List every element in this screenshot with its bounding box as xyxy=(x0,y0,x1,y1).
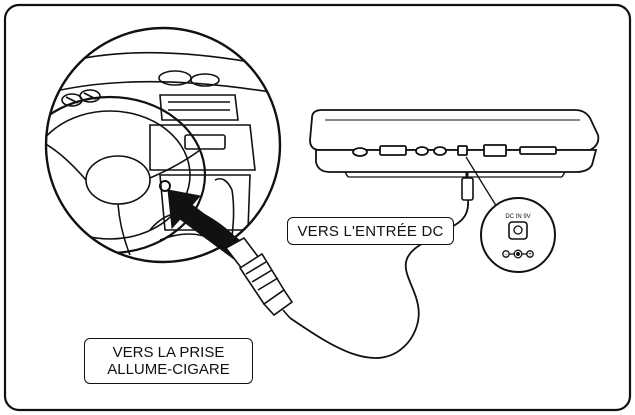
dc-port-detail: DC IN 9V − + xyxy=(480,197,556,273)
cigarette-socket-callout-line2: ALLUME-CIGARE xyxy=(107,361,230,378)
polarity-positive-sign: + xyxy=(528,252,532,258)
portable-dvd-player xyxy=(309,109,600,178)
cigarette-socket-callout: VERS LA PRISE ALLUME-CIGARE xyxy=(84,338,253,384)
card-slot-icon xyxy=(483,144,557,157)
steering-wheel-icon xyxy=(46,95,207,256)
port-leader-line xyxy=(465,156,501,213)
usb-port-icon xyxy=(379,145,407,156)
dc-port-label: DC IN 9V xyxy=(505,214,530,220)
av-port-icon xyxy=(415,146,447,156)
cigarette-socket-icon xyxy=(159,180,171,192)
car-plug-adapter xyxy=(224,236,294,319)
dc-input-callout-text: VERS L'ENTRÉE DC xyxy=(297,222,444,240)
polarity-icon xyxy=(502,249,534,259)
car-dashboard-illustration xyxy=(44,26,282,264)
outer-frame xyxy=(3,3,632,412)
dc-in-port-icon xyxy=(457,145,468,156)
headphone-port-icon xyxy=(352,147,368,157)
dc-input-callout: VERS L'ENTRÉE DC xyxy=(287,217,454,245)
cigarette-socket-callout-line1: VERS LA PRISE xyxy=(112,344,225,361)
polarity-negative-sign: − xyxy=(504,252,508,258)
